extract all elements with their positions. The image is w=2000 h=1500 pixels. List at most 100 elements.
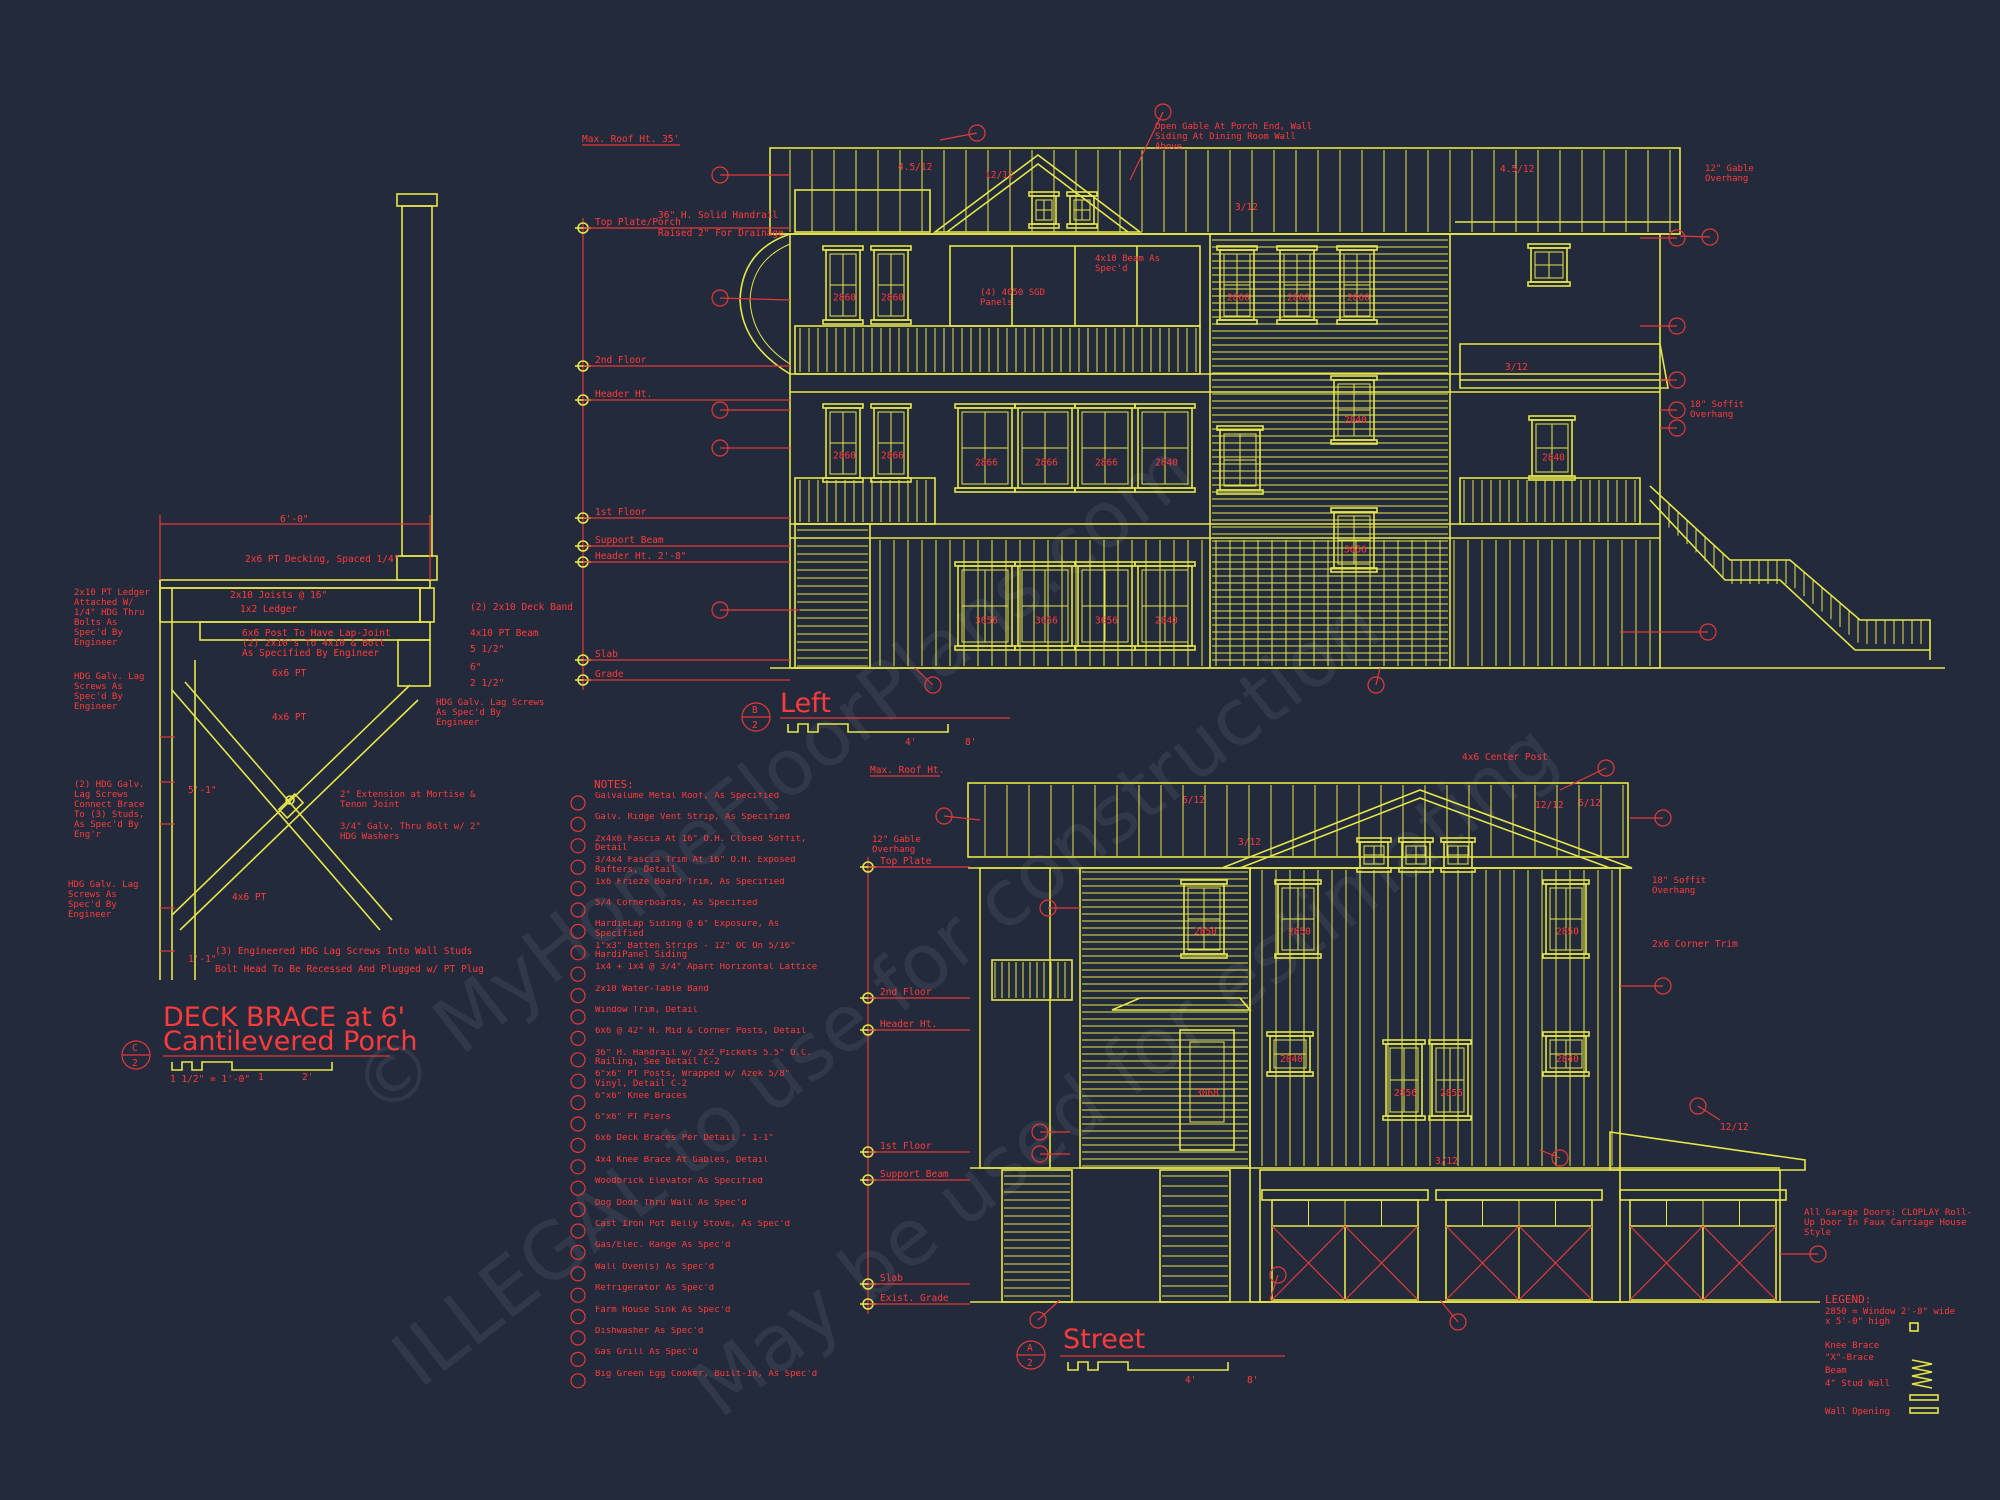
note-item: Farm House Sink As Spec'd [595,1306,730,1315]
note-number-bubble [570,1373,586,1389]
legend-item: 4" Stud Wall [1825,1379,1890,1389]
leader-line [719,297,791,301]
window-tag: 3656 [1095,616,1118,627]
note-number-bubble [570,1180,586,1196]
street-pitch-1: 6/12 [1182,795,1205,806]
street-lattice [1001,1169,1073,1303]
label-engineer: As Specified By Engineer [242,648,380,659]
level-label: Slab [595,649,618,660]
left-callout-soffit: 18" Soffit Overhang [1690,400,1744,420]
left-gable [932,153,1143,233]
garage-roof [1609,1131,1806,1171]
deck-band [419,587,435,623]
callout-bubble [968,124,986,142]
window-tag: 2860 [881,292,904,303]
label-ledger: 1x2 Ledger [240,604,297,615]
level-label: Top Plate/Porch [595,217,681,228]
leader-line [1539,1149,1561,1159]
legend-item: Knee Brace [1825,1341,1879,1351]
garage-block [1259,1169,1781,1303]
note-item: Woodbrick Elevator As Specified [595,1177,763,1186]
leader-line [1697,1105,1721,1121]
note-number-bubble [570,1094,586,1111]
street-pitch-6: 12/12 [1720,1122,1749,1133]
note-item: Gas Grill As Spec'd [595,1348,698,1357]
notes-panel: NOTES: Galvalume Metal Roof, As Specifie… [570,778,817,1389]
note-number-bubble [570,859,586,875]
street-max-roof: Max. Roof Ht. [870,765,944,776]
level-label: Header Ht. [595,389,652,400]
callout-bubble [1551,1149,1569,1167]
left-callout-handrail: 36" H. Solid Handrail [658,210,778,221]
note-item: 6x6 Deck Braces Per Detail " 1-1" [595,1134,774,1143]
left-scale-bar [787,723,949,733]
label-5-1-2: 5 1/2" [470,644,504,655]
post-cap [396,193,438,207]
left-pitch-5: 12/12 [985,170,1014,181]
level-label: 1st Floor [880,1141,932,1152]
level-label: 2nd Floor [880,987,932,998]
note-item: 2x10 Water-Table Band [595,985,709,994]
label-4x6-pt: 4x6 PT [272,712,307,723]
street-roof [967,782,1629,858]
street-pitch-4: 12/12 [1535,800,1564,811]
note-number-bubble [570,1073,586,1089]
street-scale-4: 4' [1185,1375,1196,1386]
label-two-lag-screws: (2) HDG Galv. Lag Screws Connect Brace T… [74,780,144,840]
note-item: 6"x6" Knee Braces [595,1092,687,1101]
left-pitch-3: 3/12 [1235,202,1258,213]
left-roof-seams [789,150,1671,232]
note-item: 1x6 Frieze Board Trim, As Specified [595,878,785,887]
thru-bolt [285,795,295,805]
street-stairs [1159,1169,1231,1303]
note-number-bubble [570,1287,586,1303]
note-number-bubble [570,945,586,961]
detail-scale-2: 2' [302,1072,313,1083]
callout-bubble [1689,1097,1707,1115]
level-label: Grade [595,669,624,680]
window-tag: 3656 [1344,544,1367,555]
callout-bubble [924,676,942,694]
detail-scale-bar [171,1061,333,1071]
street-callout-corner: 2x6 Corner Trim [1652,939,1738,950]
level-label: 2nd Floor [595,355,647,366]
left-marker-letter: B [752,705,758,716]
post-base [396,555,438,581]
left-pitch-1: 4.5/12 [898,162,932,173]
note-item: Dog Door Thru Wall As Spec'd [595,1199,747,1208]
garage-x-brace [1445,1225,1593,1301]
left-callout-beam: 4x10 Beam As Spec'd [1095,254,1160,274]
window-tag: 2856 [1394,1088,1417,1099]
note-item: 3/4x4 Fascia Trim At 16" O.H. Exposed Ra… [595,856,795,874]
left-siding [1212,239,1448,661]
window-tag: 2840 [1542,452,1565,463]
note-number-bubble [570,1052,586,1068]
note-number-bubble [570,1223,586,1239]
label-hdg-lag: HDG Galv. Lag Screws As Spec'd By Engine… [68,880,138,920]
note-item: 4x4 Knee Brace At Gables, Detail [595,1156,768,1165]
window-tag: 2840 [1344,415,1367,426]
beam-4x10 [199,621,431,641]
window-tag: 3656 [1035,616,1058,627]
left-marker-num: 2 [752,720,758,731]
window-tag: 2850 [1194,926,1217,937]
legend-stud [1909,1407,1939,1414]
legend-item: Beam [1825,1366,1847,1376]
leader-line [1037,1299,1061,1321]
left-porch-railing [1459,477,1641,525]
label-engineered-lag: (3) Engineered HDG Lag Screws Into Wall … [215,946,472,957]
window-tag: 2860 [833,450,856,461]
window-tag: 2866 [1035,458,1058,469]
window-tag: 2840 [1155,458,1178,469]
window-tag: 2860 [1347,292,1370,303]
legend-item: Wall Opening [1825,1407,1890,1417]
label-decking: 2x6 PT Decking, Spaced 1/4" [245,554,399,565]
level-label: Exist. Grade [880,1293,949,1304]
level-label: Header Ht. [880,1019,937,1030]
garage-x-brace [1629,1225,1777,1301]
street-title: Street [1063,1324,1145,1355]
